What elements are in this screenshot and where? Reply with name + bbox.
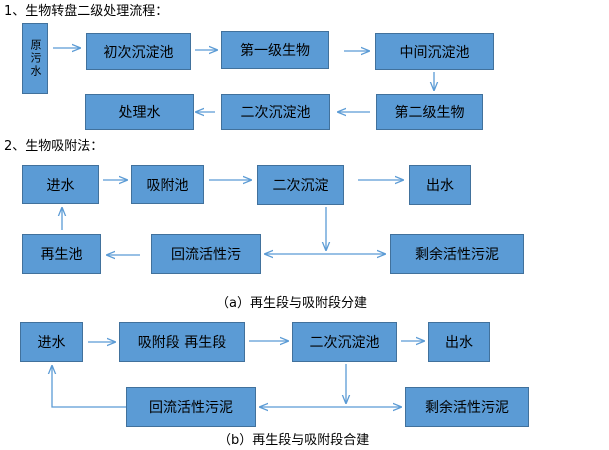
a-node-regeneration-tank: 再生池 — [22, 234, 101, 274]
a-node-outflow: 出水 — [409, 165, 471, 205]
node-intermediate-clarifier: 中间沉淀池 — [375, 33, 494, 70]
a-caption: （a）再生段与吸附段分建 — [216, 296, 367, 311]
node-primary-clarifier: 初次沉淀池 — [86, 33, 191, 70]
a-node-return-sludge: 回流活性污 — [151, 234, 261, 274]
section1-heading: 1、生物转盘二级处理流程： — [4, 4, 169, 19]
b-node-return-sludge: 回流活性污泥 — [126, 387, 256, 427]
b-node-inflow: 进水 — [20, 322, 83, 362]
b-caption: （b）再生段与吸附段合建 — [218, 433, 370, 448]
b-node-secondary-clarifier: 二次沉淀池 — [292, 322, 397, 362]
a-node-excess-sludge: 剩余活性污泥 — [390, 234, 524, 274]
node-secondary-clarifier: 二次沉淀池 — [221, 94, 330, 130]
b-node-outflow: 出水 — [428, 322, 490, 362]
b-node-adsorption-regeneration: 吸附段 再生段 — [119, 322, 245, 362]
node-second-stage-bio: 第二级生物 — [376, 94, 483, 130]
node-first-stage-bio: 第一级生物 — [221, 31, 329, 69]
b-node-excess-sludge: 剩余活性污泥 — [405, 387, 529, 427]
node-treated-water: 处理水 — [85, 94, 194, 130]
section2-heading: 2、生物吸附法： — [4, 139, 104, 154]
b-arrow-return-to-inflow — [52, 366, 126, 408]
node-raw-sewage: 原污水 — [22, 23, 48, 94]
a-node-inflow: 进水 — [22, 165, 99, 204]
a-node-adsorption-tank: 吸附池 — [131, 165, 204, 204]
a-node-secondary-settling: 二次沉淀 — [257, 165, 344, 205]
